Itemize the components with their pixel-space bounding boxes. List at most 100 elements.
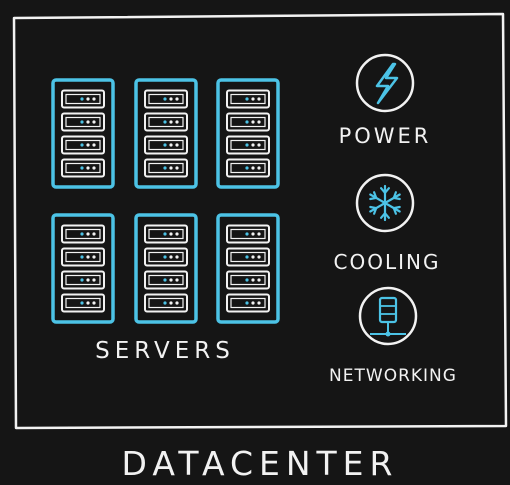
server-unit bbox=[226, 270, 270, 290]
server-unit-panel bbox=[148, 251, 184, 263]
server-status-led bbox=[251, 166, 255, 170]
lightning-bolt-icon bbox=[355, 53, 415, 113]
server-status-led bbox=[251, 120, 255, 124]
network-node bbox=[385, 331, 391, 337]
server-unit-box bbox=[144, 89, 188, 109]
power-label: POWER bbox=[338, 124, 432, 148]
snowflake-arm bbox=[369, 193, 387, 205]
server-unit-box bbox=[226, 135, 270, 155]
server-status-led bbox=[92, 166, 96, 170]
server-unit-box bbox=[144, 112, 188, 132]
server-unit bbox=[144, 112, 188, 132]
server-unit-box bbox=[61, 158, 105, 178]
server-unit bbox=[144, 224, 188, 244]
server-unit bbox=[144, 89, 188, 109]
server-rack bbox=[134, 213, 198, 324]
cooling-label: COOLING bbox=[333, 250, 441, 274]
server-unit-panel bbox=[230, 274, 266, 286]
server-unit-panel bbox=[230, 228, 266, 240]
server-status-led bbox=[245, 301, 249, 305]
server-unit-panel bbox=[65, 93, 101, 105]
server-status-led bbox=[169, 255, 173, 259]
server-status-led bbox=[169, 143, 173, 147]
networking-icon-circle bbox=[358, 286, 418, 346]
server-unit bbox=[144, 135, 188, 155]
server-status-led bbox=[163, 120, 167, 124]
server-status-led bbox=[169, 278, 173, 282]
server-unit-panel bbox=[148, 228, 184, 240]
server-status-led bbox=[163, 255, 167, 259]
server-unit-panel bbox=[65, 139, 101, 151]
server-unit bbox=[144, 158, 188, 178]
server-status-led bbox=[169, 166, 173, 170]
server-status-led bbox=[86, 97, 90, 101]
server-unit bbox=[61, 112, 105, 132]
server-status-led bbox=[92, 255, 96, 259]
server-unit-box bbox=[61, 293, 105, 313]
server-status-led bbox=[175, 301, 179, 305]
snowflake-shape bbox=[369, 184, 401, 222]
server-status-led bbox=[245, 120, 249, 124]
server-status-led bbox=[80, 232, 84, 236]
server-unit-panel bbox=[148, 162, 184, 174]
server-status-led bbox=[86, 232, 90, 236]
server-status-led bbox=[163, 143, 167, 147]
server-status-led bbox=[257, 120, 261, 124]
server-rack-frame bbox=[216, 213, 280, 324]
server-unit bbox=[144, 270, 188, 290]
server-unit bbox=[61, 270, 105, 290]
snowflake-branch bbox=[392, 205, 401, 210]
server-unit-box bbox=[144, 270, 188, 290]
datacenter-boundary bbox=[12, 12, 508, 430]
server-status-led bbox=[86, 143, 90, 147]
server-unit-box bbox=[144, 293, 188, 313]
server-status-led bbox=[92, 301, 96, 305]
networking-label: NETWORKING bbox=[329, 366, 457, 386]
server-status-led bbox=[175, 278, 179, 282]
server-status-led bbox=[175, 166, 179, 170]
server-rack bbox=[51, 213, 115, 324]
server-status-led bbox=[80, 97, 84, 101]
server-status-led bbox=[86, 301, 90, 305]
server-unit-box bbox=[61, 135, 105, 155]
server-status-led bbox=[80, 120, 84, 124]
lightning-bolt-shape bbox=[375, 62, 399, 105]
server-unit bbox=[144, 247, 188, 267]
server-status-led bbox=[175, 97, 179, 101]
server-status-led bbox=[245, 97, 249, 101]
server-status-led bbox=[92, 120, 96, 124]
server-status-led bbox=[80, 301, 84, 305]
server-unit bbox=[61, 135, 105, 155]
server-status-led bbox=[245, 278, 249, 282]
server-status-led bbox=[251, 255, 255, 259]
server-rack-frame bbox=[51, 78, 115, 189]
server-unit bbox=[226, 135, 270, 155]
server-status-led bbox=[257, 278, 261, 282]
server-status-led bbox=[175, 255, 179, 259]
server-status-led bbox=[257, 97, 261, 101]
server-unit bbox=[144, 293, 188, 313]
server-status-led bbox=[251, 97, 255, 101]
snowflake-arm bbox=[383, 193, 401, 205]
network-server-icon bbox=[358, 286, 418, 346]
server-unit bbox=[226, 224, 270, 244]
server-status-led bbox=[80, 143, 84, 147]
server-status-led bbox=[257, 143, 261, 147]
server-unit bbox=[226, 293, 270, 313]
snowflake-branch bbox=[392, 191, 397, 199]
server-status-led bbox=[251, 278, 255, 282]
snowflake-branch bbox=[383, 212, 390, 219]
server-unit-panel bbox=[230, 139, 266, 151]
server-status-led bbox=[257, 166, 261, 170]
server-rack bbox=[216, 213, 280, 324]
server-status-led bbox=[175, 120, 179, 124]
snowflake-branch bbox=[369, 196, 378, 201]
server-unit bbox=[61, 89, 105, 109]
snowflake-branch bbox=[373, 207, 378, 215]
server-unit bbox=[61, 224, 105, 244]
server-unit-box bbox=[226, 293, 270, 313]
power-icon-circle bbox=[355, 53, 415, 113]
server-unit-box bbox=[61, 112, 105, 132]
server-unit-box bbox=[61, 224, 105, 244]
